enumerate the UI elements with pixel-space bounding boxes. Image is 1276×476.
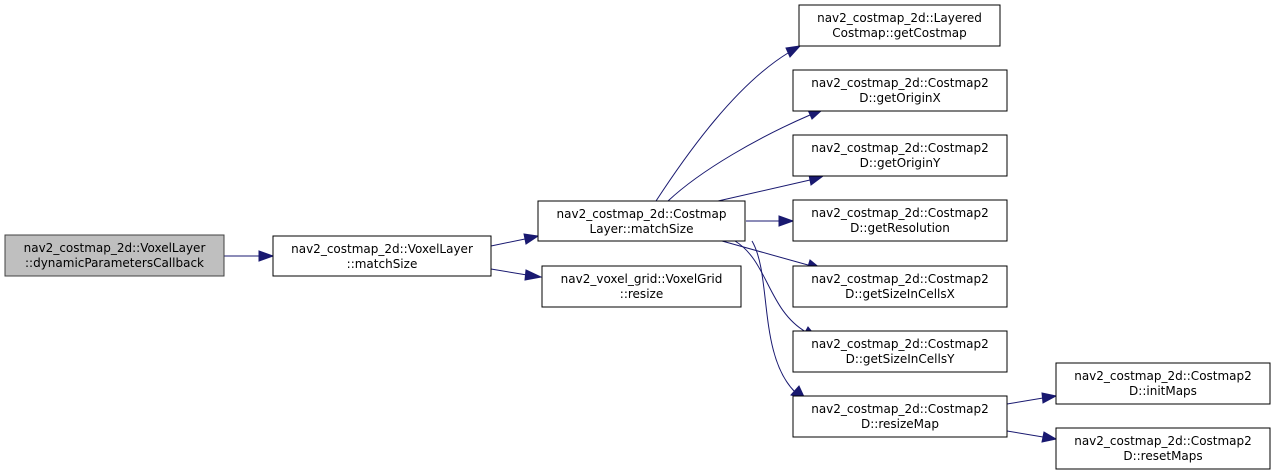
node-label-line1: nav2_costmap_2d::Costmap2	[1074, 369, 1252, 383]
node-label-line2: D::getResolution	[850, 221, 950, 235]
node-label-line2: D::getSizeInCellsX	[845, 287, 955, 301]
node-label-line2: Costmap::getCostmap	[832, 26, 966, 40]
nodes-layer: nav2_costmap_2d::VoxelLayer::dynamicPara…	[4, 4, 1271, 470]
node-box	[792, 330, 1008, 373]
edge-costmaplayer-matchsize-to-resizemap	[751, 240, 806, 400]
node-label-line1: nav2_costmap_2d::Costmap2	[811, 402, 989, 416]
edge-costmaplayer-matchsize-to-getresolution	[746, 215, 795, 227]
node-label-line2: D::resetMaps	[1123, 449, 1202, 463]
node-label-line2: ::resize	[620, 287, 663, 301]
node-label-line1: nav2_costmap_2d::Costmap	[557, 207, 727, 221]
node-vg-resize[interactable]: nav2_voxel_grid::VoxelGrid::resize	[541, 265, 742, 308]
edge-dpc-to-voxellayer-matchsize	[224, 250, 275, 262]
node-dpc: nav2_costmap_2d::VoxelLayer::dynamicPara…	[4, 234, 225, 277]
node-box	[4, 234, 225, 277]
node-label-line1: nav2_costmap_2d::Costmap2	[811, 76, 989, 90]
node-box	[798, 4, 1001, 47]
node-label-line2: D::resizeMap	[861, 417, 939, 431]
node-label-line1: nav2_costmap_2d::VoxelLayer	[291, 242, 473, 256]
node-box	[537, 200, 746, 242]
node-box	[541, 265, 742, 308]
edge-resizemap-to-resetmaps	[1006, 430, 1058, 443]
node-box	[1055, 427, 1271, 470]
node-box	[1055, 362, 1271, 405]
node-vl-match[interactable]: nav2_costmap_2d::VoxelLayer::matchSize	[272, 235, 492, 277]
node-label-line2: D::getOriginX	[859, 91, 941, 105]
node-box	[792, 134, 1008, 177]
edge-resizemap-to-initmaps	[1006, 392, 1058, 405]
node-label-line2: ::dynamicParametersCallback	[25, 256, 204, 270]
edge-voxellayer-matchsize-to-voxelgrid-resize	[490, 268, 543, 281]
node-label-line1: nav2_costmap_2d::Costmap2	[811, 206, 989, 220]
node-box	[792, 199, 1008, 242]
node-box	[792, 69, 1008, 112]
node-get-sy[interactable]: nav2_costmap_2d::Costmap2D::getSizeInCel…	[792, 330, 1008, 373]
node-label-line1: nav2_voxel_grid::VoxelGrid	[561, 272, 723, 286]
node-get-sx[interactable]: nav2_costmap_2d::Costmap2D::getSizeInCel…	[792, 265, 1008, 308]
node-label-line1: nav2_costmap_2d::VoxelLayer	[24, 241, 206, 255]
node-label-line1: nav2_costmap_2d::Costmap2	[811, 337, 989, 351]
node-label-line2: D::initMaps	[1129, 384, 1197, 398]
node-label-line2: D::getSizeInCellsY	[846, 352, 955, 366]
node-label-line1: nav2_costmap_2d::Costmap2	[1074, 434, 1252, 448]
node-box	[792, 395, 1008, 438]
node-label-line2: D::getOriginY	[860, 156, 941, 170]
node-box	[792, 265, 1008, 308]
node-label-line1: nav2_costmap_2d::Costmap2	[811, 272, 989, 286]
node-label-line2: Layer::matchSize	[590, 222, 694, 236]
edge-voxellayer-matchsize-to-costmaplayer-matchsize	[490, 233, 540, 247]
node-label-line1: nav2_costmap_2d::Costmap2	[811, 141, 989, 155]
node-box	[272, 235, 492, 277]
node-get-res[interactable]: nav2_costmap_2d::Costmap2D::getResolutio…	[792, 199, 1008, 242]
edge-costmaplayer-matchsize-to-getoriginy	[717, 174, 825, 202]
edge-costmaplayer-matchsize-to-getcostmap	[655, 45, 802, 202]
node-label-line1: nav2_costmap_2d::Layered	[817, 11, 982, 25]
node-get-costmap[interactable]: nav2_costmap_2d::LayeredCostmap::getCost…	[798, 4, 1001, 47]
node-label-line2: ::matchSize	[347, 257, 418, 271]
